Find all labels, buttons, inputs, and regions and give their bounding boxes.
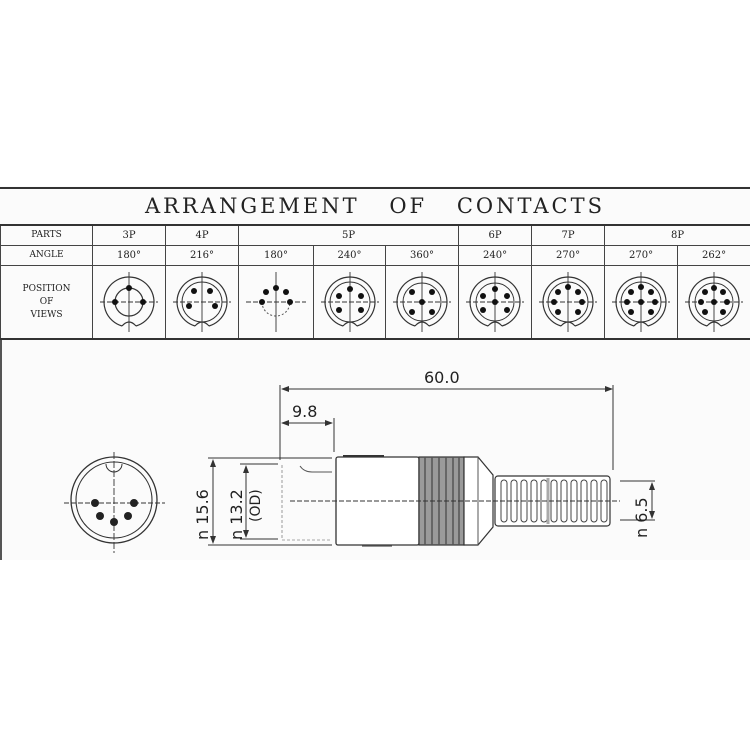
title-word-3: CONTACTS <box>456 194 605 218</box>
6-pin-240-layout-icon <box>466 272 525 332</box>
angle-cell: 180° <box>238 245 314 266</box>
view-cell <box>384 265 460 340</box>
4-pin-216-layout-icon <box>173 272 231 332</box>
front-face-view-icon <box>64 452 165 553</box>
angle-cell: 270° <box>604 245 679 266</box>
dimension-label-od: (OD) <box>248 489 264 522</box>
parts-cell-5p: 5P <box>237 224 460 246</box>
7-pin-270-layout-icon <box>539 272 598 332</box>
angle-header: ANGLE <box>0 245 93 266</box>
angle-cell: 240° <box>313 245 386 266</box>
view-cell <box>165 265 239 340</box>
parts-header: PARTS <box>0 224 93 246</box>
plug-od-value: 13.2 <box>227 489 246 525</box>
parts-cell-3p: 3P <box>92 224 166 246</box>
contact-arrangement-table: PARTS 3P 4P 5P 6P 7P 8P ANGLE 180° 216° … <box>0 224 750 340</box>
title-word-1: ARRANGEMENT <box>145 194 360 218</box>
view-cell <box>313 265 386 340</box>
views-header-line-3: VIEWS <box>30 309 63 320</box>
dimension-13-2 <box>240 463 278 540</box>
diameter-symbol: n <box>193 529 212 540</box>
angle-cell: 360° <box>384 245 460 266</box>
dimension-6-5 <box>620 480 655 521</box>
angle-cell: 180° <box>92 245 166 266</box>
dimension-label-60-0: 60.0 <box>424 368 460 387</box>
diameter-symbol: n <box>632 527 651 538</box>
5-pin-180-layout-icon <box>246 272 306 332</box>
parts-cell-7p: 7P <box>531 224 606 246</box>
dimension-60-0 <box>281 385 614 470</box>
8-pin-262-layout-icon <box>685 272 744 332</box>
top-border-rule <box>0 187 750 189</box>
views-header: POSITION OF VIEWS <box>0 265 93 340</box>
views-header-line-1: POSITION <box>22 283 71 294</box>
8-pin-270-layout-icon <box>612 272 671 332</box>
dimension-label-9-8: 9.8 <box>292 402 318 421</box>
angle-cell: 270° <box>531 245 606 266</box>
dimension-15-6 <box>208 457 332 546</box>
dimension-label-15-6: n 15.6 <box>193 489 212 540</box>
view-cell <box>458 265 533 340</box>
title-word-2: OF <box>389 194 428 218</box>
angle-cell: 240° <box>458 245 533 266</box>
dimension-9-8 <box>279 385 335 460</box>
left-frame-edge <box>0 340 2 560</box>
cable-diameter-value: 6.5 <box>632 497 651 523</box>
parts-cell-4p: 4P <box>165 224 239 246</box>
5-pin-360-layout-icon <box>393 272 452 332</box>
3-pin-180-layout-icon <box>100 272 158 332</box>
dimension-label-13-2: n 13.2 <box>227 489 246 540</box>
views-row: POSITION OF VIEWS <box>0 265 750 340</box>
view-cell <box>92 265 166 340</box>
parts-row: PARTS 3P 4P 5P 6P 7P 8P <box>0 224 750 246</box>
angle-row: ANGLE 180° 216° 180° 240° 360° 240° 270°… <box>0 245 750 266</box>
view-cell <box>238 265 314 340</box>
angle-cell: 262° <box>677 245 750 266</box>
body-diameter-value: 15.6 <box>193 489 212 525</box>
page-title: ARRANGEMENT OF CONTACTS <box>0 194 750 218</box>
parts-cell-8p: 8P <box>604 224 750 246</box>
dimension-label-6-5: n 6.5 <box>632 497 651 538</box>
connector-drawing <box>64 385 655 553</box>
views-header-line-2: OF <box>39 296 54 307</box>
view-cell <box>677 265 750 340</box>
diameter-symbol: n <box>227 529 246 540</box>
view-cell <box>531 265 606 340</box>
5-pin-240-layout-icon <box>320 272 379 332</box>
angle-cell: 216° <box>165 245 239 266</box>
parts-cell-6p: 6P <box>458 224 533 246</box>
view-cell <box>604 265 679 340</box>
